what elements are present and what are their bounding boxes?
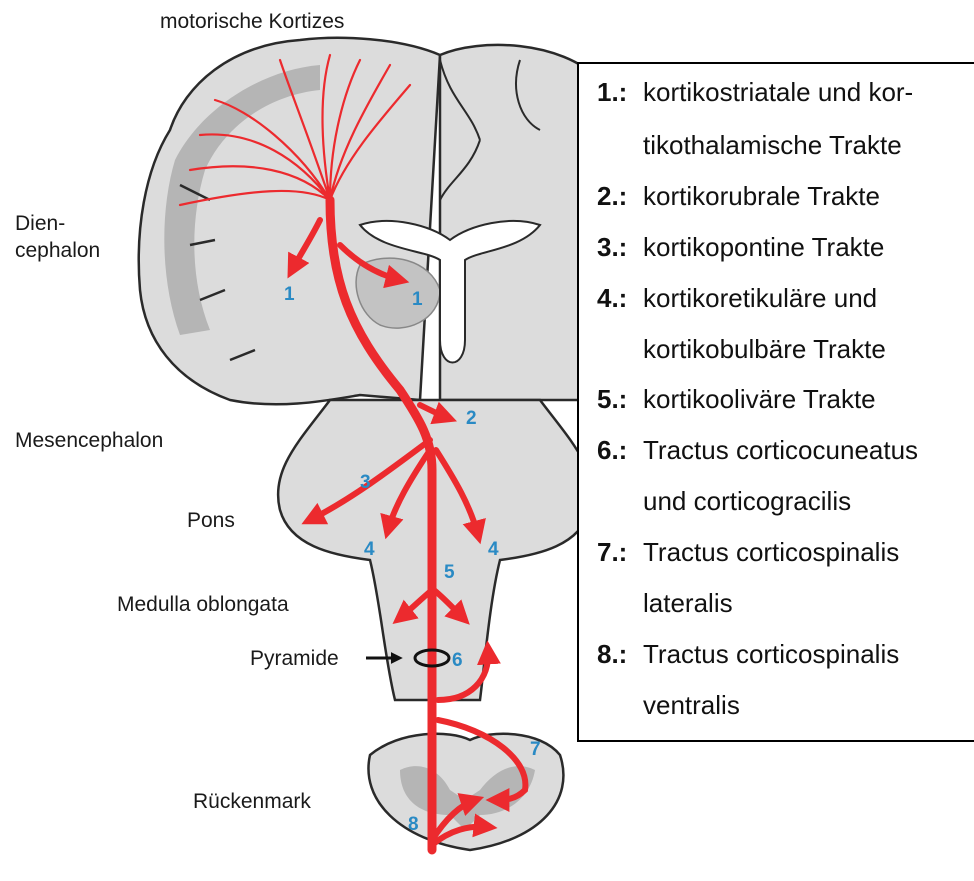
label-diencephalon-2: cephalon	[15, 239, 100, 262]
legend-text: tikothalamische Trakte	[643, 130, 902, 160]
number-2: 2	[466, 408, 477, 429]
legend-number: 5.:	[597, 384, 627, 414]
legend-text: Tractus corticospinalis	[643, 639, 899, 669]
label-motor-cortex: motorische Kortizes	[160, 10, 344, 33]
label-mesencephalon: Mesencephalon	[15, 429, 163, 452]
number-4b: 4	[488, 539, 499, 560]
legend-text: Tractus corticocuneatus	[643, 435, 918, 465]
legend-number: 3.:	[597, 232, 627, 262]
number-4a: 4	[364, 539, 375, 560]
legend-text: kortikobulbäre Trakte	[643, 334, 886, 364]
legend-text: und corticogracilis	[643, 486, 851, 516]
number-8: 8	[408, 814, 419, 835]
legend-number: 7.:	[597, 537, 627, 567]
label-spinal-cord: Rückenmark	[193, 790, 311, 813]
legend-number: 1.:	[597, 77, 627, 107]
number-3: 3	[360, 472, 371, 493]
legend-text: kortikorubrale Trakte	[643, 181, 880, 211]
legend-text: Tractus corticospinalis	[643, 537, 899, 567]
legend-text: kortikopontine Trakte	[643, 232, 884, 262]
number-6: 6	[452, 650, 463, 671]
number-7: 7	[530, 739, 541, 760]
number-1a: 1	[284, 284, 295, 305]
legend-number: 4.:	[597, 283, 627, 313]
legend-text: kortikostriatale und kor-	[643, 77, 913, 107]
legend-text: kortikoretikuläre und	[643, 283, 877, 313]
legend-number: 2.:	[597, 181, 627, 211]
number-5: 5	[444, 562, 455, 583]
label-pyramide: Pyramide	[250, 647, 339, 670]
label-medulla: Medulla oblongata	[117, 593, 289, 616]
legend-text: lateralis	[643, 588, 733, 618]
number-1b: 1	[412, 289, 423, 310]
brain-outline	[139, 38, 600, 850]
legend-text: ventralis	[643, 690, 740, 720]
legend-box: 1.: kortikostriatale und kor- tikothalam…	[577, 62, 974, 742]
label-diencephalon-1: Dien-	[15, 212, 65, 235]
label-pons: Pons	[187, 509, 235, 532]
legend-number: 6.:	[597, 435, 627, 465]
legend-text: kortikooliväre Trakte	[643, 384, 876, 414]
legend-number: 8.:	[597, 639, 627, 669]
